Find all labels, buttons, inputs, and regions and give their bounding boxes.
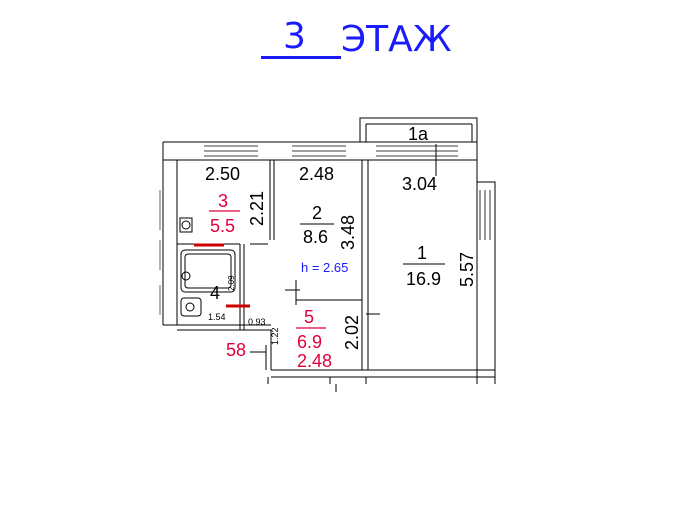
outer-wall-bottom xyxy=(177,324,495,378)
sink-fixture xyxy=(180,297,202,317)
room-4-width: 1.54 xyxy=(208,312,226,322)
room-1-height: 5.57 xyxy=(457,252,477,287)
window xyxy=(204,145,458,157)
room-1a-number: 1а xyxy=(408,124,429,144)
room-5-width: 2.48 xyxy=(297,351,332,371)
room-3-width: 2.50 xyxy=(205,164,240,184)
interior-wall xyxy=(269,160,275,240)
interior-wall xyxy=(361,160,369,370)
room-2-width: 2.48 xyxy=(299,164,334,184)
floor-number-underline xyxy=(261,56,341,59)
room-3-height: 2.21 xyxy=(247,191,267,226)
room-2-number: 2 xyxy=(312,203,322,223)
room-2-area: 8.6 xyxy=(303,227,328,247)
bathtub-drain xyxy=(181,271,191,281)
room-1-area: 16.9 xyxy=(406,269,441,289)
apartment-number: 58 xyxy=(226,340,246,360)
floor-label: ЭТАЖ xyxy=(341,19,452,60)
interior-wall xyxy=(265,330,272,370)
outer-wall-right xyxy=(476,142,496,384)
room-1-number: 1 xyxy=(417,243,427,263)
corridor-width: 0.93 xyxy=(248,317,266,327)
room-3-area: 5.5 xyxy=(210,216,235,236)
room-5-area: 6.9 xyxy=(297,332,322,352)
balcony-outline xyxy=(359,117,478,143)
toilet-fixture xyxy=(179,217,193,233)
outer-wall-left xyxy=(162,160,178,326)
room-3-number: 3 xyxy=(218,191,228,211)
room-5-height: 2.02 xyxy=(342,315,362,350)
room-2-height: 3.48 xyxy=(338,215,358,250)
room-4-height: 2.09 xyxy=(227,275,236,291)
bathtub xyxy=(180,249,236,293)
floor-number: 3 xyxy=(283,16,306,57)
window xyxy=(479,190,491,240)
interior-wall xyxy=(239,244,245,330)
wall-segment xyxy=(267,377,367,384)
toilet-fixture-circle xyxy=(181,220,191,230)
room-1a-width: 3.04 xyxy=(402,174,437,194)
room-4-number: 4 xyxy=(210,283,220,303)
ceiling-height: h = 2.65 xyxy=(301,260,348,275)
bathtub-inner xyxy=(184,253,232,289)
sink-drain xyxy=(185,302,195,312)
door-frame xyxy=(295,280,306,305)
room-5-number: 5 xyxy=(304,307,314,327)
corridor-height: 1.22 xyxy=(270,327,280,345)
